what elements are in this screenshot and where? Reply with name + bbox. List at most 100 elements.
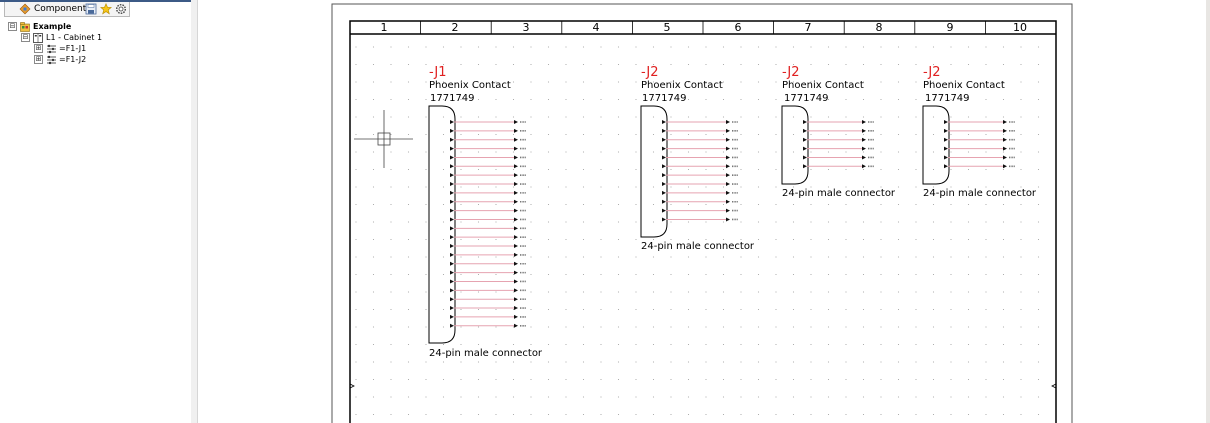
crosshair-cursor: [354, 110, 413, 168]
grid-dot: [582, 326, 585, 328]
pin-arrow: [1003, 120, 1007, 124]
connector-symbol[interactable]: -J2 Phoenix Contact 1771749 24-pin male …: [640, 65, 755, 252]
grid-dot: [740, 238, 742, 241]
grid-dot: [442, 46, 445, 48]
grid-dot: [635, 256, 637, 258]
grid-dot: [915, 186, 917, 188]
grid-dot: [652, 133, 655, 136]
grid-dot: [775, 46, 777, 48]
grid-dot: [635, 168, 637, 171]
grid-dot: [775, 256, 777, 258]
grid-dot: [460, 186, 462, 188]
tree-item-label: =F1-J2: [59, 55, 87, 64]
grid-dot: [810, 151, 812, 153]
tree-item-connector[interactable]: ⊞ =F1-J2: [34, 54, 86, 65]
grid-dot: [810, 413, 812, 416]
grid-dot: [757, 186, 760, 188]
grid-dot: [495, 273, 497, 276]
schematic-canvas[interactable]: 1 2 3 4 5 6 7 8 9 10 -J1 Phoenix Contact…: [198, 0, 1210, 423]
window-edge: [1206, 0, 1210, 423]
grid-dot: [845, 273, 847, 276]
collapse-icon[interactable]: ⊟: [21, 33, 30, 42]
grid-dot: [1037, 168, 1040, 171]
grid-dot: [845, 378, 847, 381]
grid-dot: [757, 168, 760, 171]
grid-dot: [862, 116, 865, 118]
grid-dot: [950, 46, 952, 48]
collapse-icon[interactable]: ⊟: [8, 22, 17, 31]
pin-arrow: [726, 120, 730, 124]
grid-dot: [915, 151, 917, 153]
grid-dot: [967, 133, 970, 136]
expand-icon[interactable]: ⊞: [34, 55, 43, 64]
grid-dot: [495, 133, 497, 136]
grid-dot: [775, 343, 777, 346]
grid-dot: [757, 396, 760, 398]
grid-dot: [425, 326, 427, 328]
grid-dot: [652, 81, 655, 83]
grid-dot: [355, 413, 357, 416]
grid-dot: [705, 326, 707, 328]
grid-dot: [372, 273, 375, 276]
column-number: 3: [523, 21, 530, 34]
connector-manufacturer: Phoenix Contact: [923, 80, 1005, 91]
grid-dot: [1002, 116, 1005, 118]
grid-dot: [1002, 133, 1005, 136]
grid-dot: [792, 186, 795, 188]
connector-icon: [47, 44, 56, 53]
connector-symbol[interactable]: -J2 Phoenix Contact 1771749 24-pin male …: [781, 65, 896, 199]
grid-dot: [670, 343, 672, 346]
tree-item-root[interactable]: ⊟Example: [8, 21, 71, 32]
panel-splitter[interactable]: [191, 0, 198, 423]
grid-dot: [407, 63, 410, 66]
grid-dot: [477, 343, 480, 346]
star-icon[interactable]: [100, 3, 112, 15]
grid-dot: [670, 221, 672, 223]
grid-dot: [1037, 221, 1040, 223]
grid-dot: [932, 343, 935, 346]
connector-description: 24-pin male connector: [782, 188, 896, 199]
grid-dot: [792, 133, 795, 136]
grid-dot: [652, 116, 655, 118]
grid-dot: [845, 413, 847, 416]
tree-item-connector[interactable]: ⊞=F1-J1: [34, 43, 86, 54]
grid-dot: [1020, 396, 1022, 398]
pin-contact: [450, 208, 454, 213]
grid-dot: [495, 238, 497, 241]
grid-dot: [372, 256, 375, 258]
grid-dot: [442, 63, 445, 66]
connector-symbol[interactable]: -J1 Phoenix Contact 1771749 24-pin male …: [428, 65, 543, 359]
grid-dot: [372, 238, 375, 241]
grid-dot: [757, 308, 760, 311]
tab-components[interactable]: Components: [4, 2, 130, 17]
grid-dot: [425, 133, 427, 136]
grid-dot: [722, 361, 725, 363]
grid-dot: [967, 168, 970, 171]
grid-dot: [477, 46, 480, 48]
grid-dot: [390, 133, 392, 136]
grid-dot: [740, 326, 742, 328]
grid-dot: [530, 343, 532, 346]
grid-dot: [705, 343, 707, 346]
save-icon[interactable]: [85, 3, 97, 15]
connector-tag: -J2: [782, 65, 800, 80]
pin-arrow: [514, 120, 518, 124]
grid-dot: [530, 168, 532, 171]
expand-icon[interactable]: ⊞: [34, 44, 43, 53]
grid-dot: [460, 396, 462, 398]
grid-dot: [565, 151, 567, 153]
settings-icon[interactable]: [115, 3, 127, 15]
grid-dot: [950, 63, 952, 66]
grid-dot: [827, 413, 830, 416]
grid-dot: [880, 168, 882, 171]
grid-dot: [932, 98, 935, 101]
tree-item-location[interactable]: ⊟L1 - Cabinet 1: [21, 32, 102, 43]
grid-dot: [635, 396, 637, 398]
grid-dot: [442, 256, 445, 258]
connector-symbol[interactable]: -J2 Phoenix Contact 1771749 24-pin male …: [922, 65, 1037, 199]
grid-dot: [390, 151, 392, 153]
grid-dot: [950, 186, 952, 188]
pin-contact: [450, 137, 454, 142]
grid-dot: [372, 81, 375, 83]
grid-dot: [547, 81, 550, 83]
